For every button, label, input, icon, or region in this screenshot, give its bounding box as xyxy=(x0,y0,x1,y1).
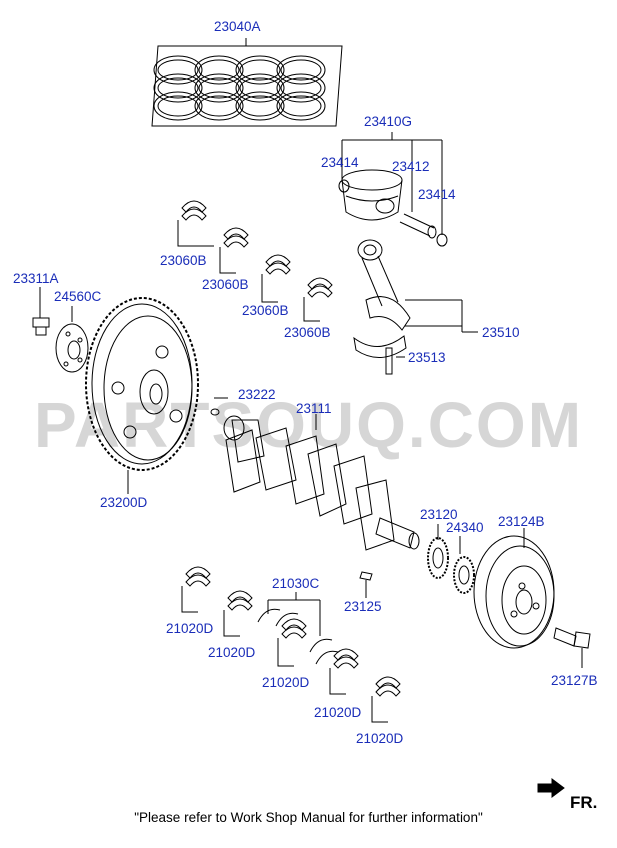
footer-note: "Please refer to Work Shop Manual for fu… xyxy=(134,810,483,825)
main-bearing-lower-shells xyxy=(181,566,401,723)
callout-23127B[interactable]: 23127B xyxy=(551,673,598,688)
callout-24340[interactable]: 24340 xyxy=(446,520,484,535)
callout-23311A[interactable]: 23311A xyxy=(13,271,59,286)
thrust-washers xyxy=(257,592,339,665)
watermark: PARTSOUQ.COM xyxy=(33,389,584,461)
callout-21020D-3[interactable]: 21020D xyxy=(262,675,310,690)
callout-23124B[interactable]: 23124B xyxy=(498,514,545,529)
callout-23510[interactable]: 23510 xyxy=(482,325,520,340)
crankshaft xyxy=(210,397,420,551)
front-direction-label: FR. xyxy=(570,793,598,812)
flywheel-bolt-and-plate xyxy=(32,287,89,373)
piston-ring-set xyxy=(151,38,343,127)
callout-24560C[interactable]: 24560C xyxy=(54,289,102,304)
callout-23410G[interactable]: 23410G xyxy=(364,114,413,129)
callout-23414-right[interactable]: 23414 xyxy=(418,187,456,202)
main-bearing-upper-shells xyxy=(177,200,333,322)
callout-23222[interactable]: 23222 xyxy=(238,387,276,402)
callout-21020D-4[interactable]: 21020D xyxy=(314,705,362,720)
crank-sprocket-and-tone-wheel xyxy=(427,524,475,594)
callout-21020D-2[interactable]: 21020D xyxy=(208,645,256,660)
callout-23200D[interactable]: 23200D xyxy=(100,495,148,510)
callout-23125[interactable]: 23125 xyxy=(344,599,382,614)
callout-23060B-2[interactable]: 23060B xyxy=(202,277,249,292)
callout-23120[interactable]: 23120 xyxy=(420,507,458,522)
crank-key xyxy=(359,571,373,598)
callout-23513[interactable]: 23513 xyxy=(408,350,446,365)
front-direction-arrow xyxy=(537,778,565,798)
callout-23040A[interactable]: 23040A xyxy=(214,19,261,34)
callout-21020D-1[interactable]: 21020D xyxy=(166,621,214,636)
callout-23111[interactable]: 23111 xyxy=(296,401,332,416)
damper-pulley xyxy=(473,528,591,668)
callout-23414-left[interactable]: 23414 xyxy=(321,155,359,170)
callout-23060B-3[interactable]: 23060B xyxy=(242,303,289,318)
flywheel-ring-gear xyxy=(85,297,199,494)
piston-assembly xyxy=(338,132,448,247)
callout-23060B-4[interactable]: 23060B xyxy=(284,325,331,340)
callout-23060B-1[interactable]: 23060B xyxy=(160,253,207,268)
callout-21020D-5[interactable]: 21020D xyxy=(356,731,404,746)
connecting-rod xyxy=(353,239,478,375)
callout-21030C[interactable]: 21030C xyxy=(272,576,320,591)
callout-23412[interactable]: 23412 xyxy=(392,159,430,174)
